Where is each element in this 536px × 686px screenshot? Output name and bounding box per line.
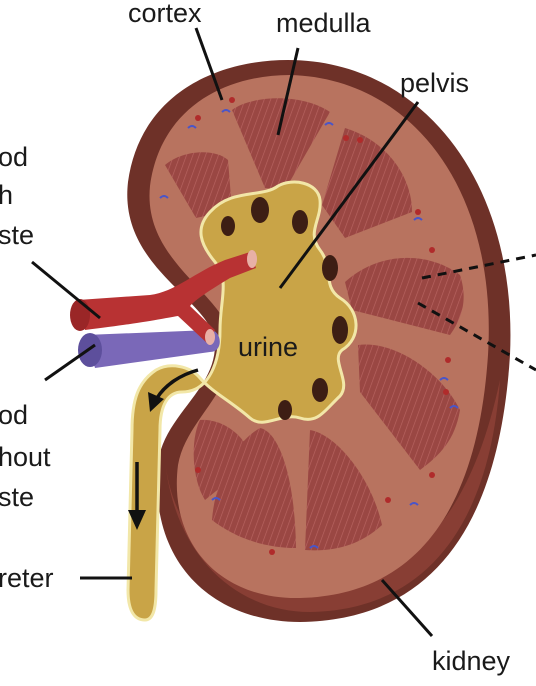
renal-artery — [78, 252, 256, 344]
urine-flow-arrow — [155, 368, 199, 399]
blood-without-waste-label-line3: ste — [0, 482, 34, 512]
medulla-leader — [276, 47, 300, 136]
medulla-label: medulla — [276, 8, 372, 38]
zoom-dashed-line-lower — [417, 301, 536, 372]
artery-leader — [31, 260, 101, 320]
urine-flow-arrowhead — [148, 392, 164, 412]
blood-with-waste-label-line2: h — [0, 180, 13, 210]
calyces — [221, 197, 348, 420]
blood-with-waste-label-line3: ste — [0, 220, 34, 250]
cortex-label: cortex — [128, 0, 202, 28]
kidney-lower-rim — [165, 380, 500, 612]
cortex-leader — [194, 27, 224, 101]
kidney-leader — [380, 579, 434, 637]
ureter-label: reter — [0, 563, 54, 593]
blood-with-waste-label-line1: od — [0, 142, 28, 172]
vein-leader — [44, 343, 96, 382]
renal-pelvis — [126, 180, 358, 622]
cortex-vessels — [159, 97, 459, 555]
medulla-pyramids — [165, 98, 464, 551]
pelvis-leader — [278, 101, 420, 289]
renal-vein — [85, 330, 220, 368]
urine-label: urine — [238, 332, 298, 362]
kidney-label: kidney — [432, 646, 511, 676]
artery-branch-tip — [205, 329, 215, 345]
artery-opening — [70, 299, 90, 331]
pelvis-label: pelvis — [400, 68, 469, 98]
ureter-flow-arrowhead — [128, 510, 146, 530]
artery-branch-tip — [247, 250, 257, 268]
zoom-dashed-line-upper — [421, 253, 536, 280]
blood-without-waste-label-line2: hout — [0, 442, 51, 472]
blood-without-waste-label-line1: od — [0, 400, 28, 430]
